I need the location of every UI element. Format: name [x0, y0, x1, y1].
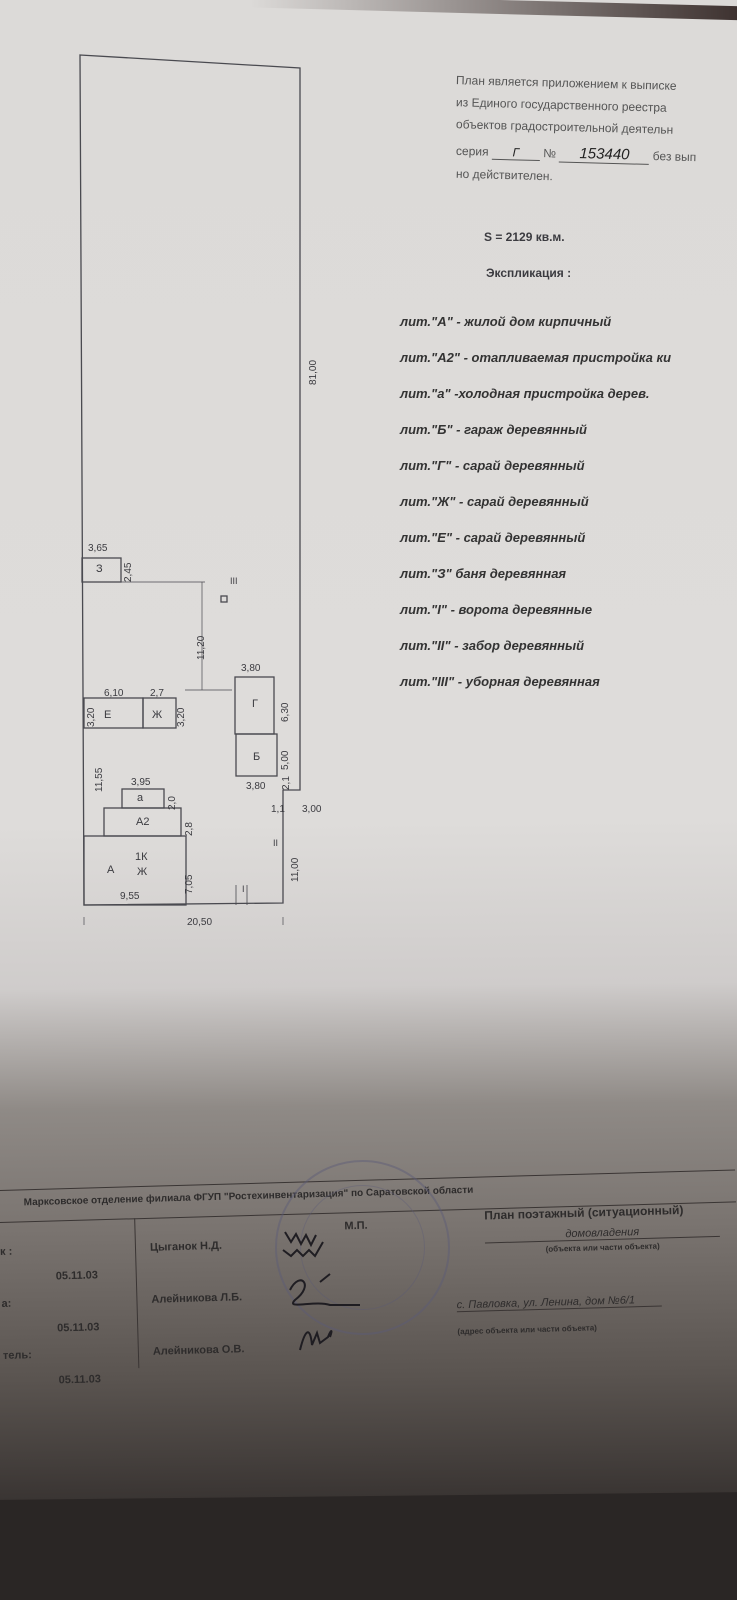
label-zh: Ж: [152, 709, 163, 721]
label-a2: А2: [136, 816, 150, 828]
dim-label: 20,50: [187, 917, 213, 928]
label-a-rooms: 1К: [135, 851, 148, 863]
official-seal: [275, 1160, 450, 1335]
signature-2: [289, 1273, 360, 1306]
label-g: Г: [252, 698, 258, 710]
area-value: S = 2129 кв.м.: [484, 230, 565, 244]
signature-1: [282, 1231, 324, 1258]
building-z: [81, 557, 122, 583]
label-a-small: а: [137, 792, 144, 804]
explication-item: лит."I" - ворота деревянные: [400, 602, 593, 617]
dim-label: 3,00: [302, 804, 322, 815]
building-zh: [142, 697, 177, 729]
mark-fence: II: [273, 838, 279, 848]
explication-item: лит."а" -холодная пристройка дерев.: [400, 386, 650, 401]
explication-item: лит."Ж" - сарай деревянный: [400, 494, 589, 509]
label-a: А: [107, 864, 115, 876]
dim-label: 2,7: [150, 688, 164, 699]
explication-item: лит."III" - уборная деревянная: [400, 674, 600, 689]
mark-gate: I: [242, 884, 245, 894]
official-seal-inner: [300, 1185, 425, 1310]
dim-label: 3,80: [246, 781, 266, 792]
signature-3: [299, 1330, 333, 1351]
toilet-icon: [220, 595, 228, 603]
dim-label: 3,80: [241, 663, 261, 674]
building-b: [235, 733, 278, 777]
explication-title: Экспликация :: [486, 266, 572, 280]
explication-item: лит."Б" - гараж деревянный: [400, 422, 587, 437]
dim-label: 9,55: [120, 891, 140, 902]
gate-mark: [235, 885, 248, 905]
label-a-zh: Ж: [137, 866, 148, 878]
dim-label: 3,95: [131, 777, 151, 788]
explication-item: лит."А" - жилой дом кирпичный: [400, 314, 612, 329]
mark-toilet: III: [230, 576, 238, 586]
dim-label: 6,10: [104, 688, 124, 699]
explication-item: лит."Г" - сарай деревянный: [400, 458, 585, 473]
explication-item: лит."А2" - отапливаемая пристройка ки: [400, 350, 672, 365]
dim-label: 3,65: [88, 543, 108, 554]
dim-label: 1,1: [271, 804, 285, 815]
label-z: З: [96, 563, 103, 575]
explication-item: лит."II" - забор деревянный: [400, 638, 585, 653]
dimension-lines: [83, 581, 284, 925]
label-e: Е: [104, 709, 112, 721]
explication-item: лит."З" баня деревянная: [400, 566, 567, 581]
explication-item: лит."Е" - сарай деревянный: [400, 530, 586, 545]
building-a: [83, 835, 187, 906]
label-b: Б: [253, 751, 261, 763]
